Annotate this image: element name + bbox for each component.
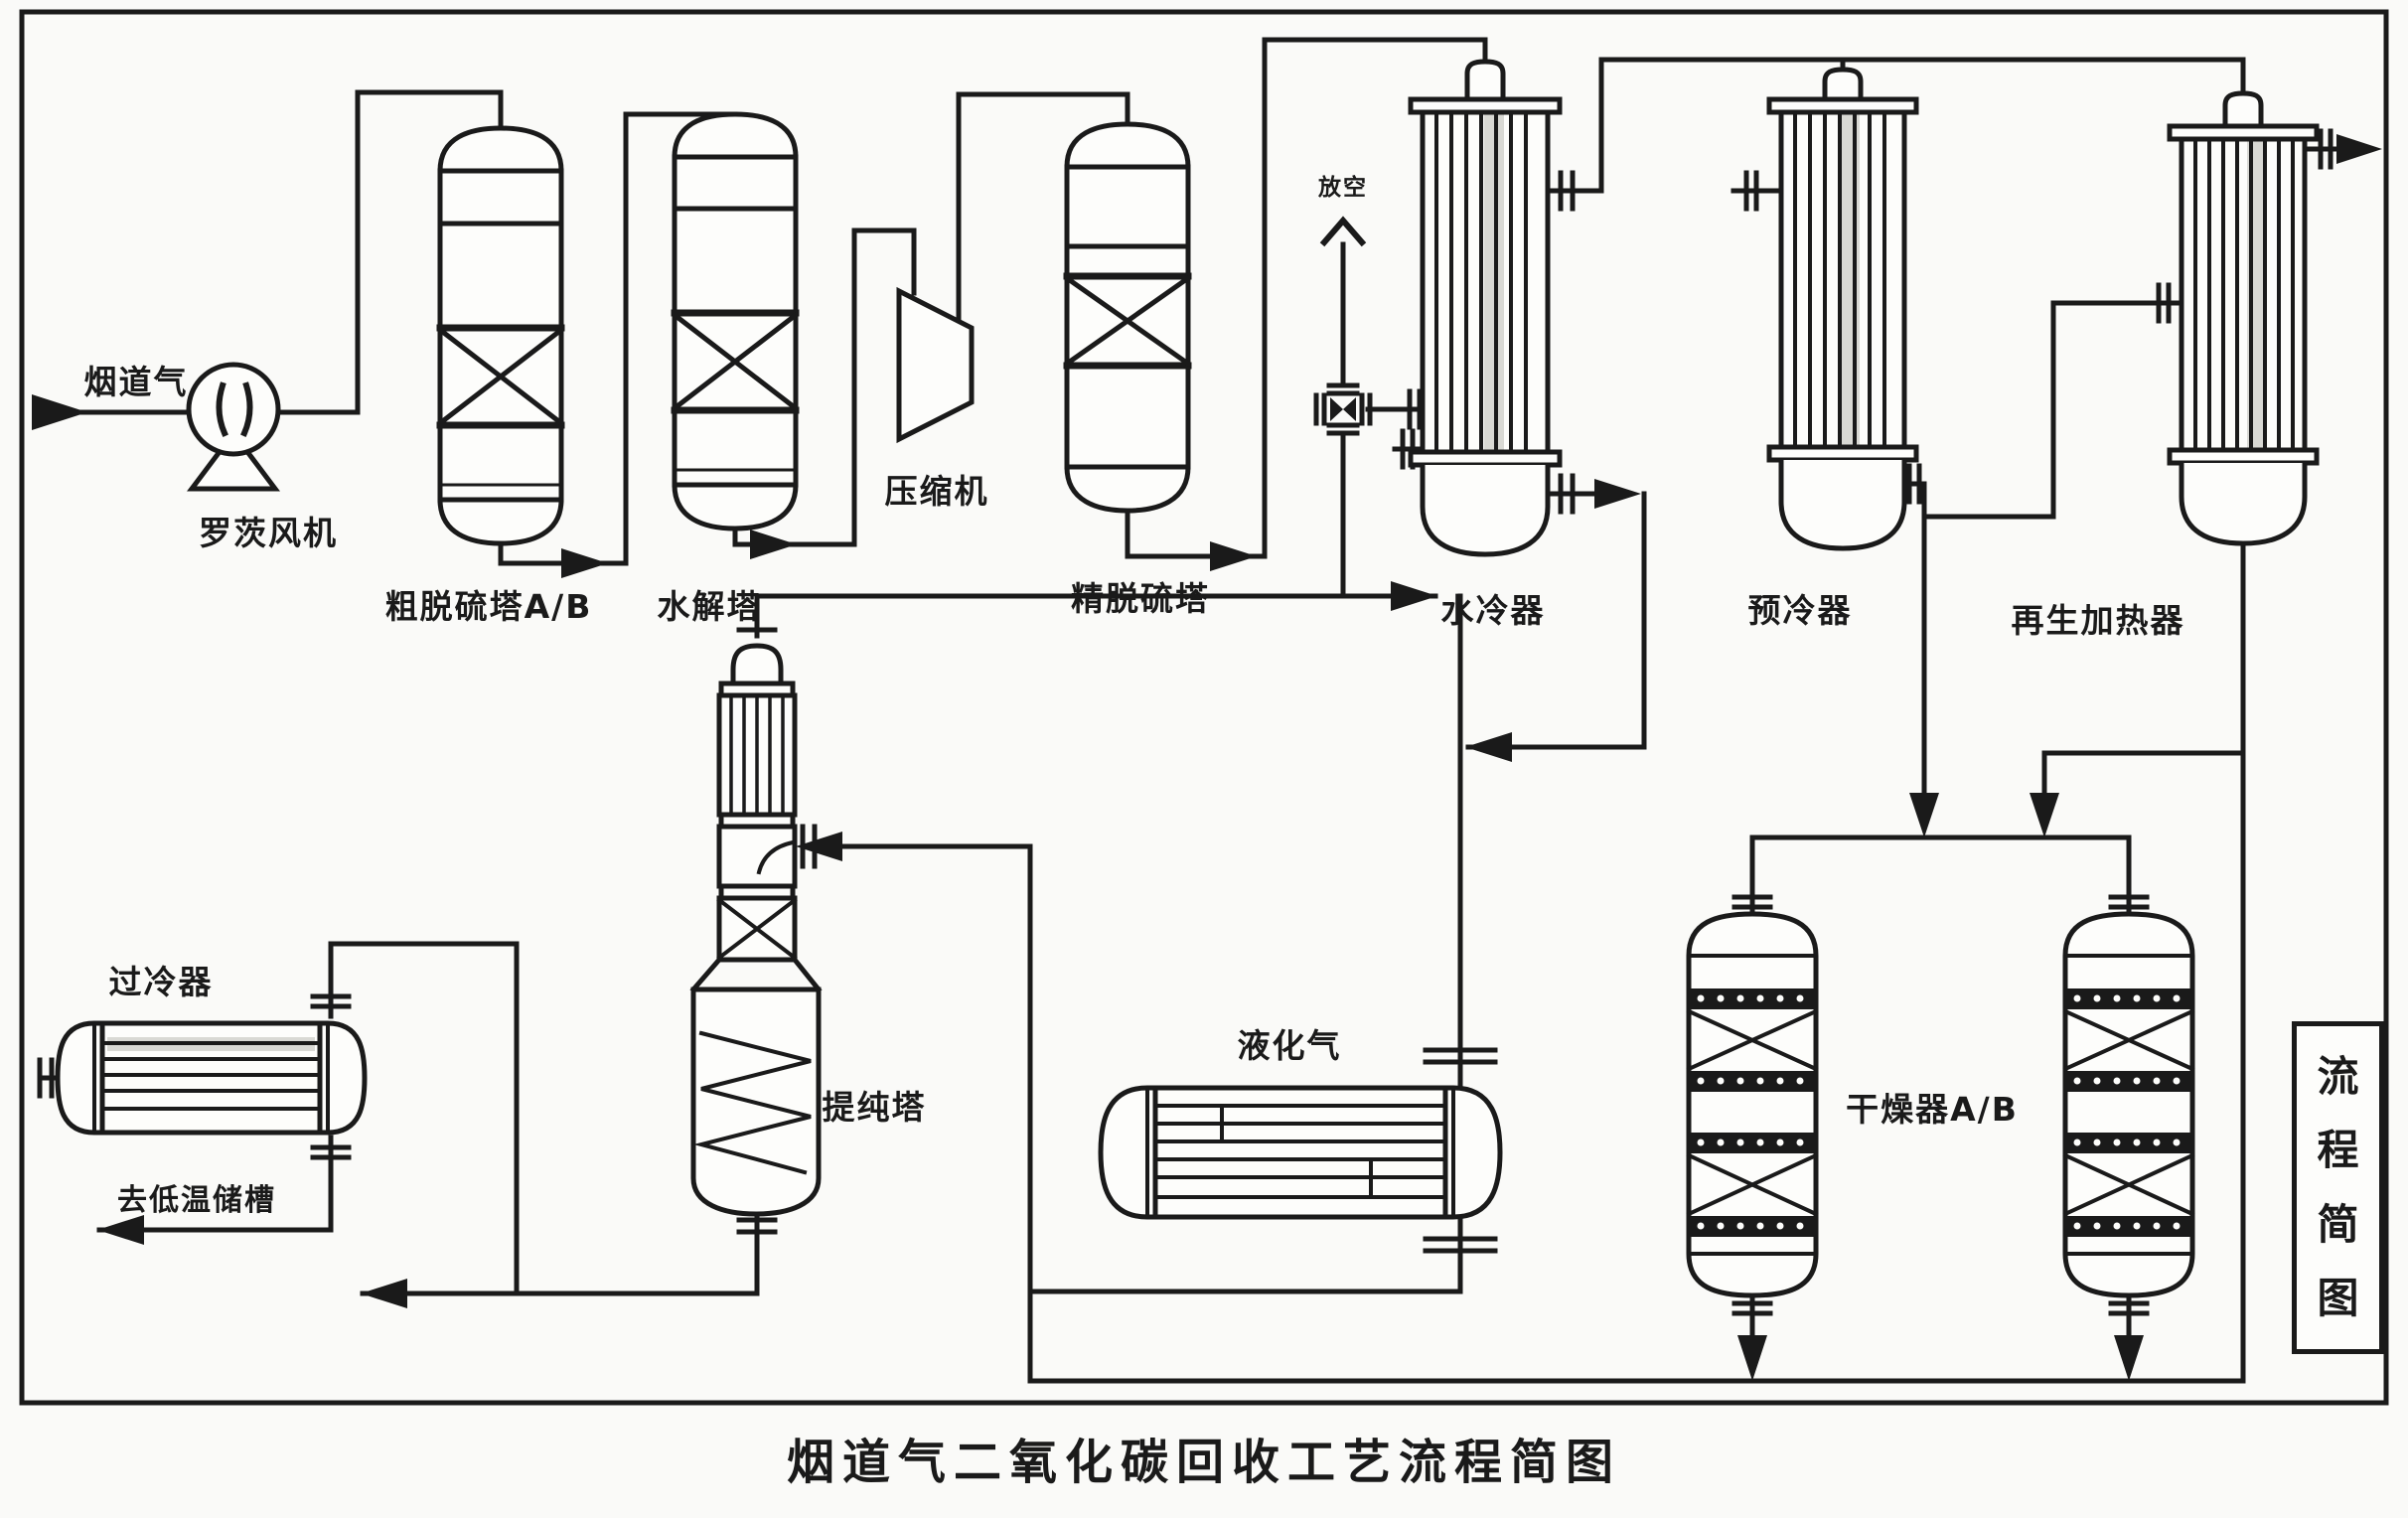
arrow-dryer-feed-2 [2030,793,2059,837]
vessel-purification-tower [689,643,823,1217]
vessel-dryer-a [1686,911,1819,1298]
corner-box-char: 图 [2317,1273,2359,1322]
diagram-border [19,9,2389,1406]
label-regen-heater: 再生加热器 [2011,601,2185,640]
pipe-dryer-top-stubs [1749,891,2132,922]
corner-box-char: 简 [2317,1199,2359,1249]
pipe-to-storage [96,1135,334,1233]
label-crude-desulf-tower: 粗脱硫塔A/B [384,587,593,626]
vessel-water-cooler [1408,59,1563,557]
vent-valve [1313,382,1373,436]
label-vent: 放空 [1318,175,1368,201]
pipe-compressor-to-tower3 [956,91,1130,324]
vessel-hydrolysis-tower [671,111,800,531]
label-hydrolysis-tower: 水解塔 [657,587,762,626]
corner-box-char: 流 [2317,1052,2359,1102]
label-subcooler: 过冷器 [108,963,214,1001]
label-to-storage: 去低温储槽 [117,1183,276,1218]
label-water-cooler: 水冷器 [1440,591,1546,630]
label-blower: 罗茨风机 [199,514,338,552]
arrow-column-feed [796,832,842,861]
pipe-precooler-to-dryers [1749,481,2132,897]
arrow-cooler-out [1594,479,1641,509]
vessel-compressor [896,286,975,444]
arrow-dryer1-out [1737,1335,1767,1381]
vessel-crude-desulf-tower [436,125,565,546]
arrow-t3-out [1210,541,1257,571]
arrow-heater-out [2336,134,2382,164]
arrow-to-liquefier [1465,732,1512,762]
vessel-precooler [1766,67,1919,551]
vessel-subcooler [55,1020,368,1136]
pipe-column-bottoms [360,1211,760,1296]
pipe-dryer-bottom-stubs [1749,1290,2132,1340]
roots-blower [186,362,281,492]
label-precooler: 预冷器 [1747,591,1853,630]
vessel-regen-heater [2167,90,2320,546]
arrow-t1-out [561,548,608,578]
flange-ticks [37,128,2333,1316]
arrow-t2-out [750,530,797,559]
vent-chevron [1319,216,1367,247]
pipe-liquefier-to-column [836,843,1463,1384]
corner-box-flow-diagram: 流 程 简 图 [2292,1021,2384,1354]
label-purification-tower: 提纯塔 [822,1088,927,1127]
vessel-dryer-b [2062,911,2195,1298]
label-compressor: 压缩机 [884,472,989,511]
vessel-fine-desulf-tower [1063,121,1192,525]
diagram-title: 烟道气二氧化碳回收工艺流程简图 [786,1435,1622,1490]
arrow-storage [97,1215,144,1245]
label-inlet-stream: 烟道气 [83,363,189,401]
arrow-dryer-feed-1 [1909,793,1939,837]
corner-box-char: 程 [2317,1126,2359,1175]
label-liquefier: 液化气 [1237,1026,1342,1065]
pipe-regen-feed [1921,300,2184,520]
label-fine-desulf-tower: 精脱硫塔 [1071,579,1210,618]
pipe-blower-to-tower1 [274,89,504,415]
pipe-heater-drain [2041,538,2246,1384]
pipe-tower2-to-compressor [732,228,917,547]
label-dryer: 干燥器A/B [1846,1090,2019,1129]
arrow-bottoms-out [361,1279,407,1308]
vessel-liquefier [1098,1085,1503,1220]
arrow-overhead [1391,581,1437,611]
pipe-subcooler-top [328,941,520,1296]
pipe-overhead [754,593,1438,639]
arrow-inlet [32,394,87,430]
arrow-dryer2-out [2114,1335,2144,1381]
